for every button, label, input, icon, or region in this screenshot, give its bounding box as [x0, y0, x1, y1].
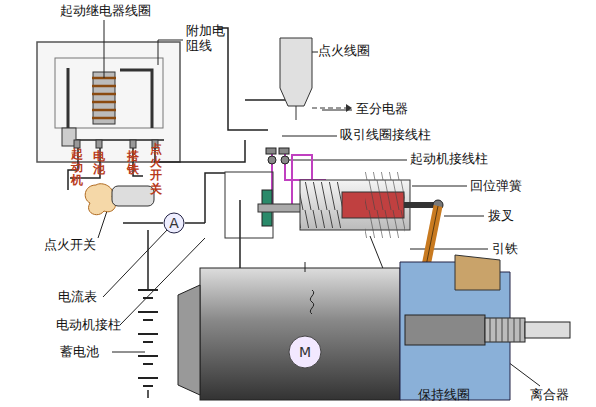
part-label: 蓄电池 [60, 345, 99, 360]
motor-circle: M [288, 335, 322, 369]
part-label: 附加电阻线 [186, 24, 226, 54]
part-label: 电动机接柱 [56, 318, 121, 333]
node-text: A [169, 215, 179, 231]
part-label: 电流表 [58, 290, 97, 305]
part-label: 起动继电器线圈 [60, 4, 151, 19]
part-label: 点火线圈 [318, 44, 370, 59]
part-label: 回位弹簧 [470, 179, 522, 194]
terminal-label: 起动机 [71, 148, 83, 188]
part-label: 点火开关 [44, 238, 96, 253]
terminal-label: 电池 [93, 150, 105, 176]
node-text: M [299, 344, 311, 360]
terminal-label: 点火开关 [150, 143, 162, 196]
part-label: 保持线圈 [418, 388, 470, 403]
part-label: 吸引线圈接线柱 [340, 128, 431, 143]
part-label: 引铁 [492, 242, 518, 257]
part-label: 离合器 [530, 388, 569, 403]
part-label: 起动机接线柱 [410, 152, 488, 167]
part-label: 拨叉 [488, 209, 514, 224]
part-label: 至分电器 [356, 102, 408, 117]
ammeter-circle: A [163, 212, 185, 234]
terminal-label: 搭铁 [127, 150, 139, 176]
